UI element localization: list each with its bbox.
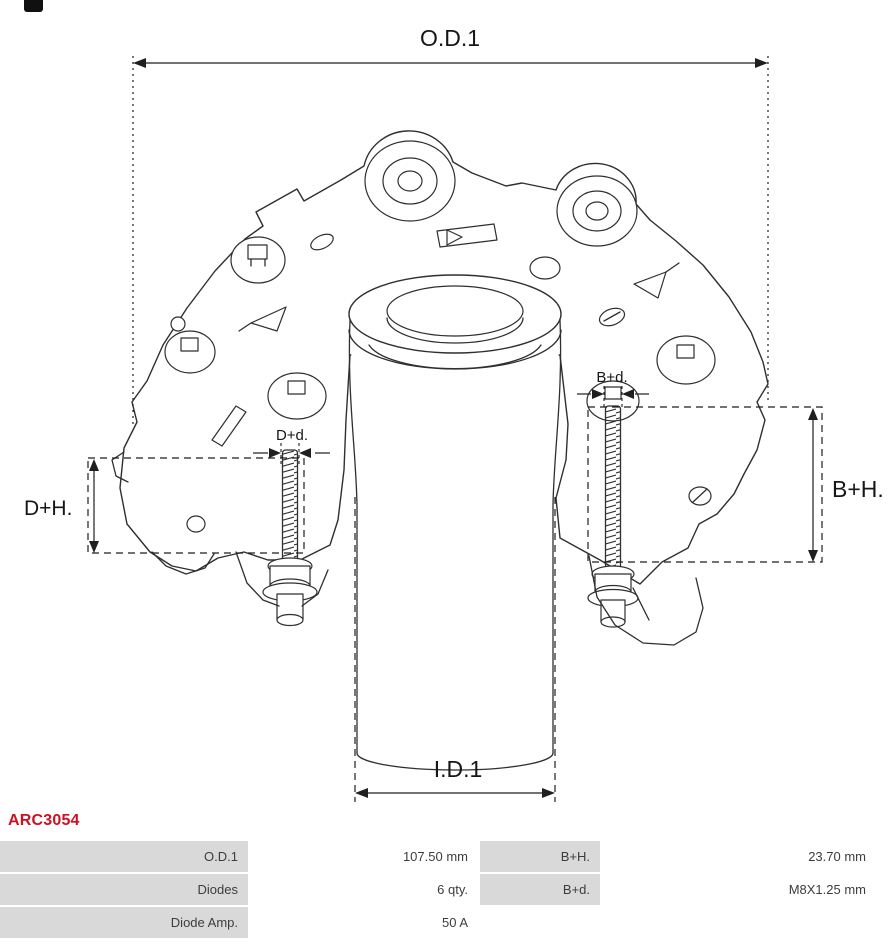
arrow-mark: [238, 306, 287, 332]
small-hole: [170, 316, 186, 332]
rectifier-technical-drawing: O.D.1 I.D.1 D+H. B+H. D+d: [24, 25, 884, 802]
arrow-mark: [633, 262, 680, 299]
dh-dimension: D+H.: [24, 457, 305, 554]
spec-label-bd: B+d.: [480, 874, 600, 905]
spec-table: O.D.1 107.50 mm B+H. 23.70 mm Diodes 6 q…: [0, 841, 890, 938]
od1-label: O.D.1: [420, 25, 480, 51]
dimension-annotations: O.D.1 I.D.1 D+H. B+H. D+d: [24, 25, 884, 802]
bd-dimension: B+d.: [577, 369, 649, 410]
small-hole: [529, 256, 561, 280]
mounting-feet: [151, 551, 704, 646]
slot-hole: [310, 233, 334, 251]
spec-value-diodes: 6 qty.: [250, 874, 478, 905]
part-number: ARC3054: [8, 812, 80, 829]
screw-head: [688, 486, 712, 506]
spec-value-diode-amp: 50 A: [250, 907, 478, 938]
terminal-rivet: [230, 236, 286, 284]
dd-dimension: D+d.: [253, 427, 330, 464]
plate-details: [164, 140, 716, 533]
id1-label: I.D.1: [434, 756, 483, 782]
slot-window: [211, 405, 247, 447]
spec-value-bd: M8X1.25 mm: [602, 874, 890, 905]
spec-value-od1: 107.50 mm: [250, 841, 478, 872]
spec-empty-cell: [602, 907, 890, 938]
stud-base-b: [586, 380, 640, 422]
small-hole: [186, 515, 206, 533]
slot-hole: [598, 307, 626, 327]
brand-icon: [24, 0, 43, 12]
stud-d: [262, 449, 318, 627]
mounting-boss: [556, 175, 638, 247]
center-bore-tube: [348, 319, 562, 771]
bearing-collar: [348, 274, 562, 370]
spec-value-bh: 23.70 mm: [602, 841, 890, 872]
connector-slot: [436, 223, 498, 248]
bd-label: B+d.: [596, 369, 627, 386]
od1-dimension: O.D.1: [132, 25, 769, 428]
dh-label: D+H.: [24, 497, 72, 520]
spec-empty-cell: [480, 907, 600, 938]
spec-label-bh: B+H.: [480, 841, 600, 872]
diagram-area: O.D.1 I.D.1 D+H. B+H. D+d: [24, 25, 884, 802]
dd-label: D+d.: [276, 427, 308, 444]
stud-base-d: [267, 372, 327, 420]
mounting-boss: [364, 140, 456, 222]
bh-dimension: B+H.: [587, 406, 884, 563]
terminal-rivet: [656, 335, 716, 385]
side-tab: [111, 451, 129, 483]
terminal-rivet: [164, 330, 216, 374]
spec-label-diodes: Diodes: [0, 874, 248, 905]
id1-dimension: I.D.1: [354, 497, 556, 802]
spec-label-od1: O.D.1: [0, 841, 248, 872]
bh-label: B+H.: [832, 476, 884, 502]
spec-label-diode-amp: Diode Amp.: [0, 907, 248, 938]
